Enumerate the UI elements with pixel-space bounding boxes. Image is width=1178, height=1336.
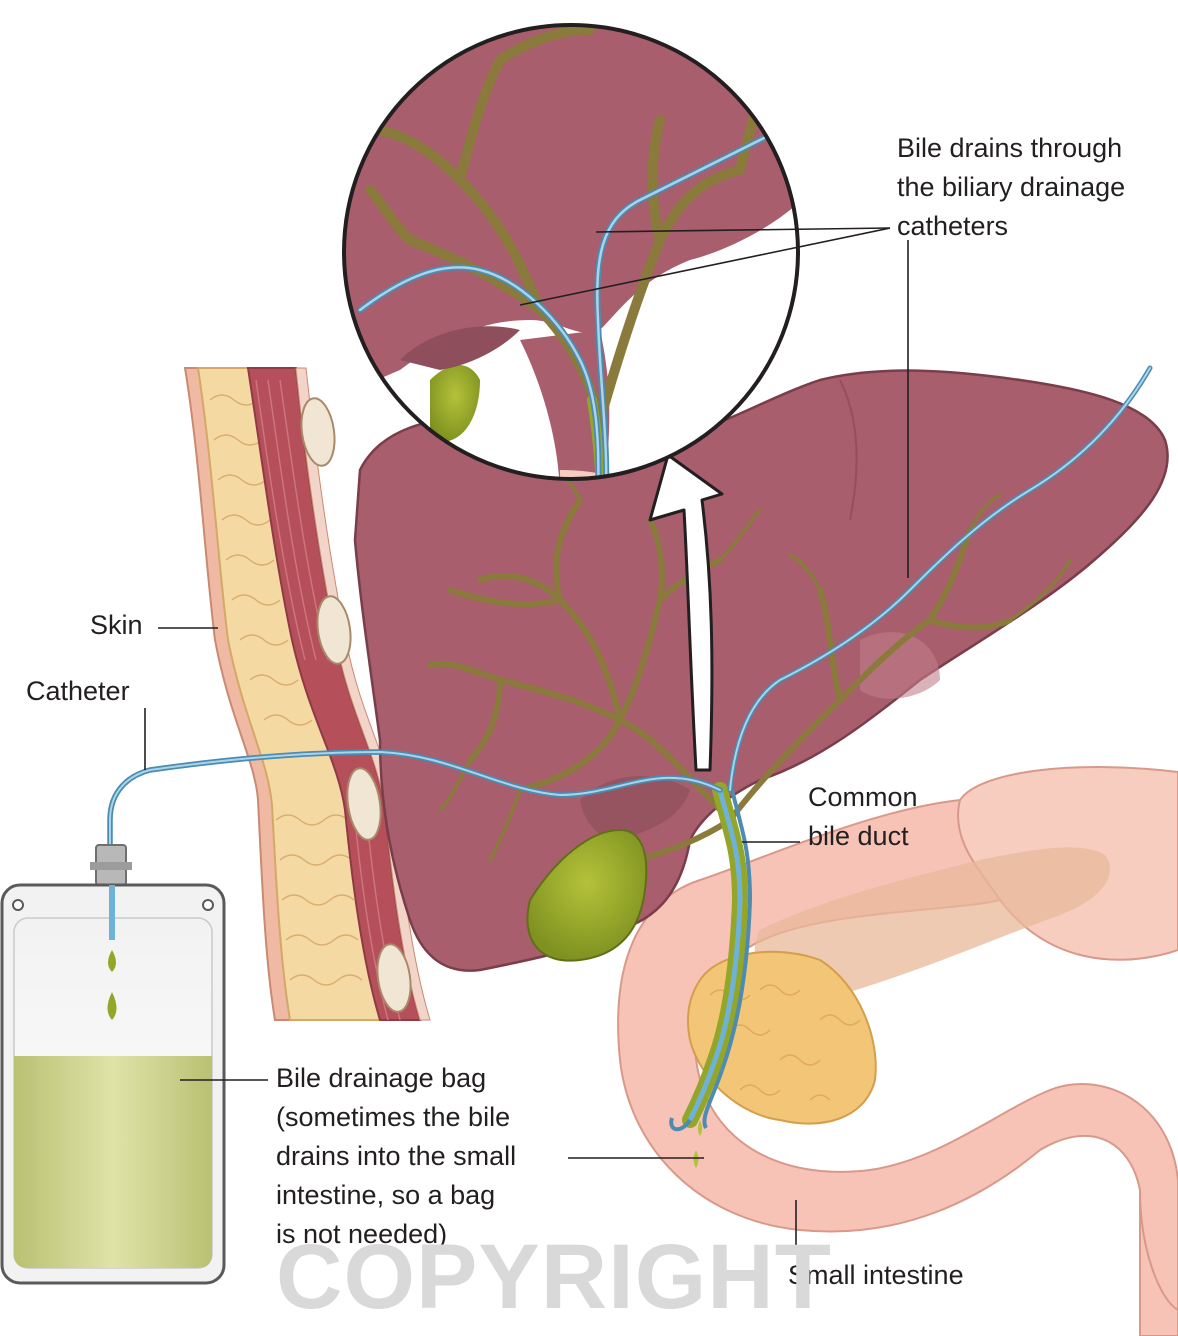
bile-drop-icon <box>108 950 116 972</box>
label-bile-drains-line2: the biliary drainage <box>897 172 1126 202</box>
magnified-view <box>342 23 800 481</box>
label-bag-line3: drains into the small <box>276 1141 517 1171</box>
bile-drop-icon <box>107 992 117 1020</box>
label-common-bile-duct-line1: Common <box>808 782 918 812</box>
rib-sections <box>300 397 412 1013</box>
right-catheter <box>727 365 1153 793</box>
common-bile-duct <box>669 782 753 1168</box>
label-bag-line5: is not needed) <box>276 1219 448 1249</box>
label-common-bile-duct-line2: bile duct <box>808 821 909 851</box>
label-bile-drains-line1: Bile drains through <box>897 133 1123 163</box>
leader-lines <box>144 227 909 1250</box>
zoom-arrow-icon <box>648 453 724 772</box>
label-bag-line2: (sometimes the bile <box>276 1102 511 1132</box>
label-bag-line1: Bile drainage bag <box>276 1063 487 1093</box>
label-catheter: Catheter <box>26 676 130 706</box>
label-bag-line4: intestine, so a bag <box>276 1180 496 1210</box>
liver <box>353 369 1169 972</box>
label-skin: Skin <box>90 610 143 640</box>
small-intestine <box>617 766 1178 1336</box>
label-bile-drains-line3: catheters <box>897 211 1009 241</box>
left-catheter <box>107 749 723 863</box>
copyright-watermark: COPYRIGHT <box>276 1226 832 1328</box>
drainage-bag <box>0 844 226 1285</box>
label-small-intestine: Small intestine <box>788 1260 964 1290</box>
